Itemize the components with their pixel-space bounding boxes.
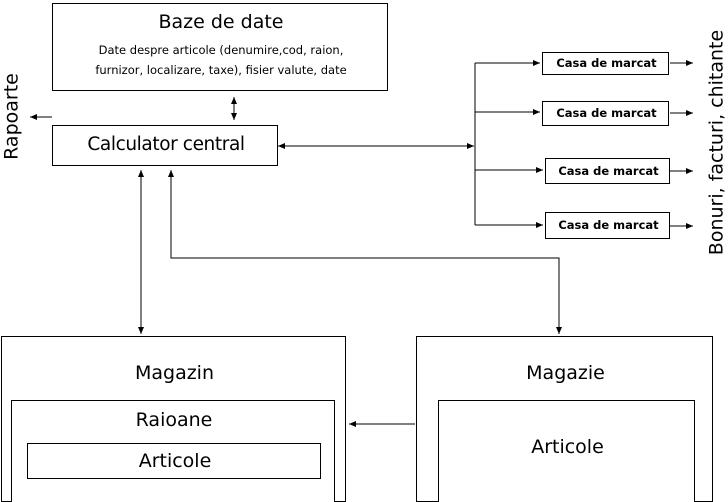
cash-register-label: Casa de marcat <box>556 56 657 70</box>
store-sections-box: Raioane Articole <box>11 400 335 502</box>
cash-register-4: Casa de marcat <box>545 212 670 239</box>
reports-label: Rapoarte <box>0 73 23 160</box>
database-title: Baze de date <box>158 11 284 33</box>
central-computer-box: Calculator central <box>52 125 278 166</box>
cash-register-3: Casa de marcat <box>545 158 670 184</box>
store-items-label: Articole <box>138 450 212 472</box>
warehouse-items-label: Articole <box>531 436 604 458</box>
cash-register-label: Casa de marcat <box>558 218 659 232</box>
cash-register-1: Casa de marcat <box>542 52 669 75</box>
cash-register-label: Casa de marcat <box>558 164 659 178</box>
database-description-line1: Date despre articole (denumire,cod, raio… <box>98 43 344 57</box>
database-description-line2: furnizor, localizare, taxe), fisier valu… <box>95 63 347 77</box>
warehouse-title: Magazie <box>526 362 605 384</box>
store-sections-label: Raioane <box>135 409 213 431</box>
cash-register-label: Casa de marcat <box>556 106 657 120</box>
database-box: Baze de date Date despre articole (denum… <box>52 3 388 91</box>
central-computer-label: Calculator central <box>87 134 245 155</box>
store-box: Magazin Raioane Articole <box>1 336 346 502</box>
store-items-box: Articole <box>27 443 321 479</box>
cash-register-2: Casa de marcat <box>542 101 669 126</box>
store-title: Magazin <box>134 362 215 384</box>
warehouse-box: Magazie Articole <box>416 336 713 502</box>
central-warehouse-arrow <box>168 170 562 334</box>
warehouse-items-box: Articole <box>438 400 695 502</box>
register-outputs-label: Bonuri, facturi, chitante <box>705 29 728 256</box>
